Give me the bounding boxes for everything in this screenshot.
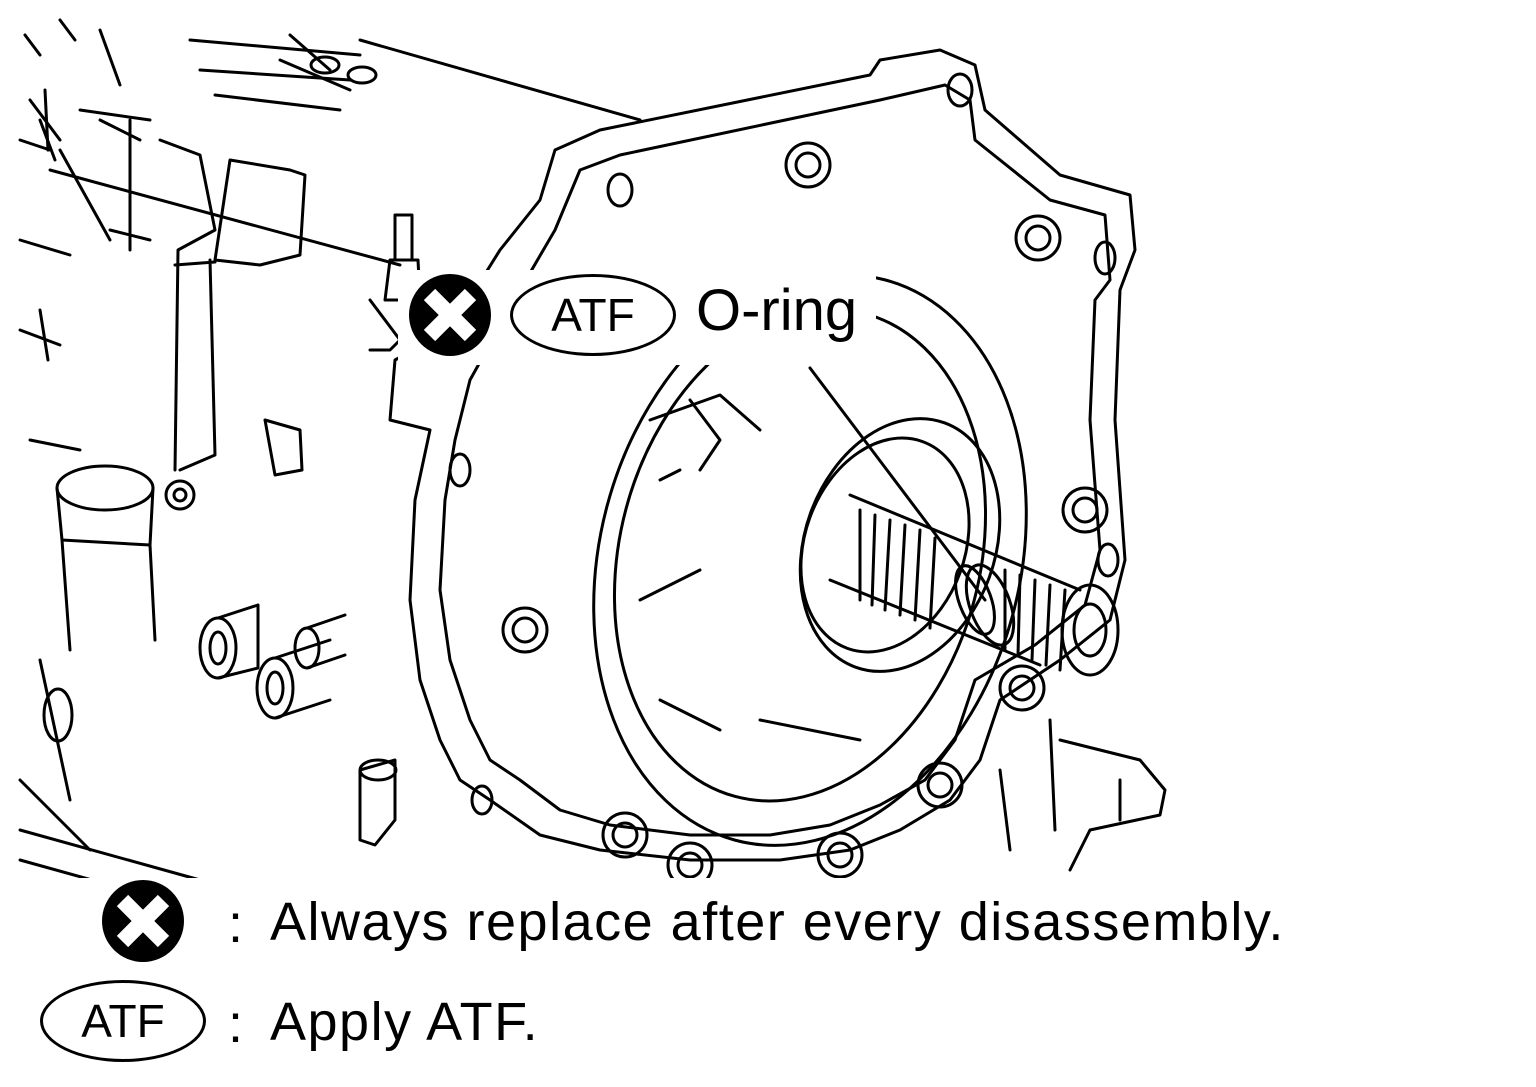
atf-symbol: ATF bbox=[40, 980, 206, 1062]
x-in-circle-icon bbox=[102, 880, 184, 962]
bolts bbox=[501, 141, 1109, 889]
o-ring-label: O-ring bbox=[696, 278, 858, 343]
atf-symbol-text: ATF bbox=[81, 995, 165, 1047]
legend-atf-text: Apply ATF. bbox=[270, 992, 540, 1052]
legend-replace-separator: : bbox=[228, 894, 244, 954]
cover-plate bbox=[388, 48, 1137, 862]
side-fittings bbox=[198, 213, 422, 847]
x-in-circle-icon bbox=[409, 274, 491, 356]
legend-replace-text: Always replace after every disassembly. bbox=[270, 892, 1285, 952]
o-ring-leader-line bbox=[808, 366, 987, 602]
legend-atf-separator: : bbox=[228, 994, 244, 1054]
output-shaft bbox=[828, 493, 1120, 677]
legend-mask bbox=[20, 878, 1440, 1087]
left-housing-lines bbox=[18, 18, 307, 477]
top-case-lines bbox=[48, 33, 642, 267]
atf-symbol-text: ATF bbox=[551, 289, 635, 341]
atf-symbol: ATF bbox=[510, 274, 676, 356]
cylinder-part bbox=[18, 464, 196, 852]
